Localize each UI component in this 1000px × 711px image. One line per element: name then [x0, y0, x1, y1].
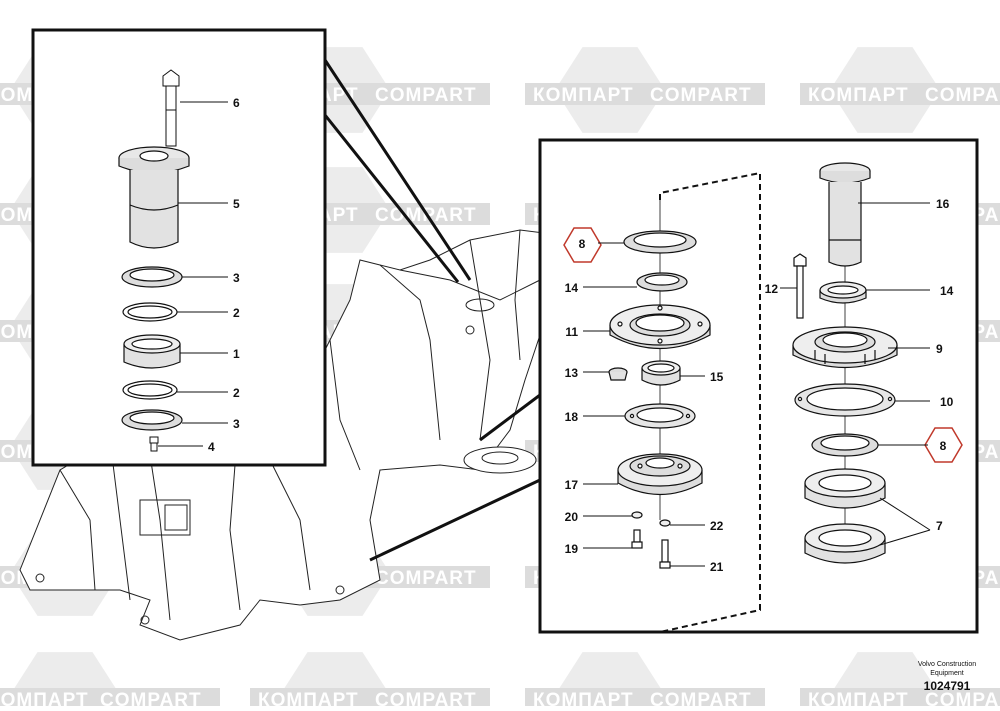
part-label-2: 2: [233, 386, 240, 400]
ring-3-bottom: [121, 409, 183, 431]
part-label-4: 4: [208, 440, 215, 454]
part-label-19: 19: [565, 542, 579, 556]
leaders-right: [583, 202, 931, 567]
bushing-1: [123, 334, 181, 369]
part-label-14: 14: [565, 281, 579, 295]
detail-box-left: 6 5 3 2 1 2 3 4: [31, 28, 327, 467]
part-label-18: 18: [565, 410, 579, 424]
column-b-parts: [792, 162, 898, 564]
watermark-text-right: COMPART: [650, 690, 752, 706]
part-label-2: 2: [233, 306, 240, 320]
part-label-13: 13: [565, 366, 579, 380]
brand-line-2: Equipment: [930, 670, 964, 677]
bolt-21: [659, 539, 671, 569]
bearing-7-lower: [804, 523, 886, 564]
watermark-text-left: КОМПАРТ: [0, 690, 89, 706]
watermark-text-right: COMPART: [375, 85, 477, 106]
shim-18: [624, 403, 696, 429]
watermark-text-left: КОМПАРТ: [258, 690, 359, 706]
bushing-15: [641, 360, 681, 386]
seal-8-b: [811, 433, 879, 457]
bolt-12: [793, 253, 807, 319]
grease-nipple-4: [149, 436, 159, 452]
part-label-21: 21: [710, 560, 724, 574]
watermark-text-right: COMPART: [925, 85, 1000, 106]
document-number: 1024791: [924, 679, 971, 693]
watermark-text-right: COMPART: [650, 85, 752, 106]
snap-ring-2-bottom: [122, 380, 178, 400]
part-label-7: 7: [936, 519, 943, 533]
watermark-band: [250, 688, 490, 710]
labels-right-a: 8 14 11 13 15 18 17 20 22 19 21: [565, 237, 724, 574]
part-label-15: 15: [710, 370, 724, 384]
bolt-6: [162, 69, 180, 147]
brand-line-1: Volvo Construction: [918, 661, 976, 668]
labels-right-b: 16 12 14 9 10 8 7: [765, 197, 954, 533]
labels-left: 6 5 3 2 1 2 3 4: [208, 96, 240, 454]
bearing-7-upper: [804, 468, 886, 509]
part-label-8: 8: [579, 237, 586, 251]
housing-17: [617, 453, 703, 496]
part-label-6: 6: [233, 96, 240, 110]
part-label-5: 5: [233, 197, 240, 211]
part-label-9: 9: [936, 342, 943, 356]
part-label-16: 16: [936, 197, 950, 211]
watermark-text-left: КОМПАРТ: [808, 690, 909, 706]
part-label-10: 10: [940, 395, 954, 409]
part-label-8: 8: [940, 439, 947, 453]
watermark-text-left: КОМПАРТ: [808, 85, 909, 106]
part-label-17: 17: [565, 478, 579, 492]
watermark-band: [0, 688, 220, 710]
leaders-left: [158, 101, 228, 447]
part-label-22: 22: [710, 519, 724, 533]
watermark-text-left: КОМПАРТ: [533, 690, 634, 706]
watermark-band: [800, 688, 1000, 710]
watermark-text-left: КОМПАРТ: [533, 85, 634, 106]
watermark-band: [800, 83, 1000, 105]
leader-connectors: [323, 59, 541, 562]
highlight-hex-8a: [563, 227, 602, 263]
part-label-11: 11: [565, 325, 578, 339]
watermark-text-right: COMPART: [100, 690, 202, 706]
part-label-3: 3: [233, 271, 240, 285]
bolt-19: [631, 529, 643, 549]
watermark-text-right: COMPART: [375, 690, 477, 706]
seal-14-b: [819, 281, 867, 304]
part-label-20: 20: [565, 510, 579, 524]
part-label-1: 1: [233, 347, 240, 361]
part-label-3: 3: [233, 417, 240, 431]
plug-13: [608, 367, 628, 381]
sleeve-5: [118, 146, 190, 249]
column-a-parts: [608, 230, 711, 569]
hub-9: [792, 326, 898, 368]
shim-10: [794, 383, 896, 417]
pin-16: [819, 162, 871, 267]
highlight-hex-8b: [924, 427, 963, 463]
watermark-band: [525, 688, 765, 710]
part-label-14: 14: [940, 284, 954, 298]
dashed-bracket: [659, 171, 761, 633]
watermark-text-right: COMPART: [375, 568, 477, 589]
footer: Volvo Construction Equipment 1024791: [918, 661, 976, 693]
detail-box-right: 8 14 11 13 15 18 17 20 22 19 21 16 12 14 9 10 8 7: [538, 138, 979, 634]
washer-22: [659, 519, 671, 527]
ring-3-top: [121, 266, 183, 288]
part-label-12: 12: [765, 282, 779, 296]
washer-20: [631, 511, 643, 519]
watermark-band: [525, 83, 765, 105]
flange-11: [609, 304, 711, 349]
